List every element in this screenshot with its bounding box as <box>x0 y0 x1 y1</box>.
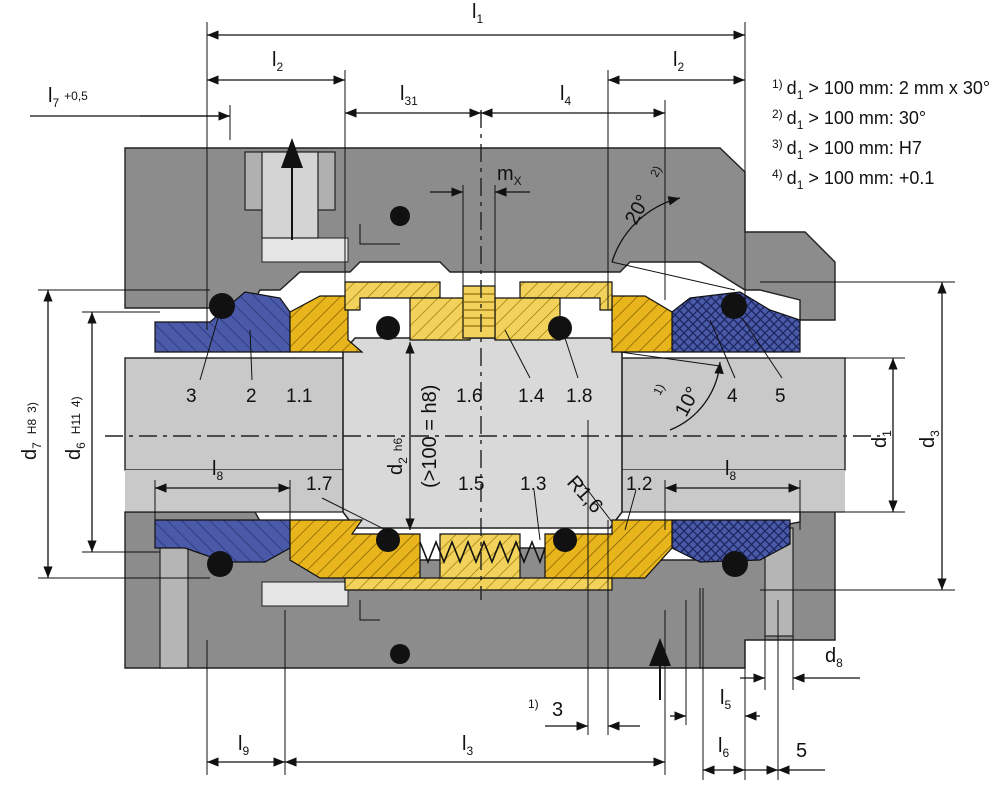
label-l2-right: l2 <box>673 49 684 74</box>
part-1-6: 1.6 <box>456 386 482 407</box>
label-l4: l4 <box>560 83 571 108</box>
part-5: 5 <box>775 386 786 407</box>
label-mx: mX <box>497 163 522 188</box>
dimension-lines <box>30 22 955 780</box>
label-dim3-note: 1) <box>528 697 539 711</box>
label-d2: d2h6 <box>385 438 410 475</box>
part-1-3: 1.3 <box>520 474 546 495</box>
label-l3: l3 <box>462 733 473 758</box>
label-l1: l1 <box>472 1 483 26</box>
spring-retainer <box>344 281 613 591</box>
label-d3: d3 <box>917 430 942 448</box>
shaft <box>124 337 846 529</box>
footnote-3: 3)d1 > 100 mm: H7 <box>772 137 922 162</box>
part-1-2: 1.2 <box>626 474 652 495</box>
label-d1: d1 <box>869 430 894 448</box>
label-l8-right: l8 <box>725 458 736 483</box>
flow-arrow-up-icon <box>281 138 303 240</box>
part-1-8: 1.8 <box>566 386 592 407</box>
footnote-1: 1)d1 > 100 mm: 2 mm x 30° <box>772 77 990 102</box>
label-dim-3: 3 <box>552 699 563 721</box>
part-1-4: 1.4 <box>518 386 545 407</box>
part-2: 2 <box>246 386 257 407</box>
label-l2-left: l2 <box>272 49 283 74</box>
o-rings <box>207 206 748 664</box>
part-1-1: 1.1 <box>286 386 312 407</box>
label-l7: l7+0,5 <box>48 85 88 110</box>
label-d8: d8 <box>825 645 843 670</box>
label-d7: d7H83) <box>19 402 44 460</box>
part-3: 3 <box>186 386 197 407</box>
stationary-seat-left <box>154 291 291 563</box>
label-l6: l6 <box>718 735 729 760</box>
label-l9: l9 <box>238 733 249 758</box>
label-l5: l5 <box>720 687 731 712</box>
stationary-seat-right <box>671 291 801 563</box>
label-d6: d6H114) <box>63 396 88 460</box>
label-l31: l31 <box>400 83 418 108</box>
label-dim-5: 5 <box>796 740 807 762</box>
footnote-2: 2)d1 > 100 mm: 30° <box>772 107 926 132</box>
spring <box>419 539 546 565</box>
part-1-7: 1.7 <box>306 474 332 495</box>
footnote-4: 4)d1 > 100 mm: +0.1 <box>772 167 934 192</box>
part-1-5: 1.5 <box>458 474 484 495</box>
label-d2-alt: (>100 = h8) <box>419 385 441 488</box>
label-l8-left: l8 <box>212 458 223 483</box>
footnotes: 1)d1 > 100 mm: 2 mm x 30° 2)d1 > 100 mm:… <box>772 77 990 192</box>
part-numbers: 3 2 1.1 1.6 1.4 1.8 4 5 1.7 1.5 1.3 1.2 <box>186 386 786 495</box>
part-4: 4 <box>727 386 738 407</box>
